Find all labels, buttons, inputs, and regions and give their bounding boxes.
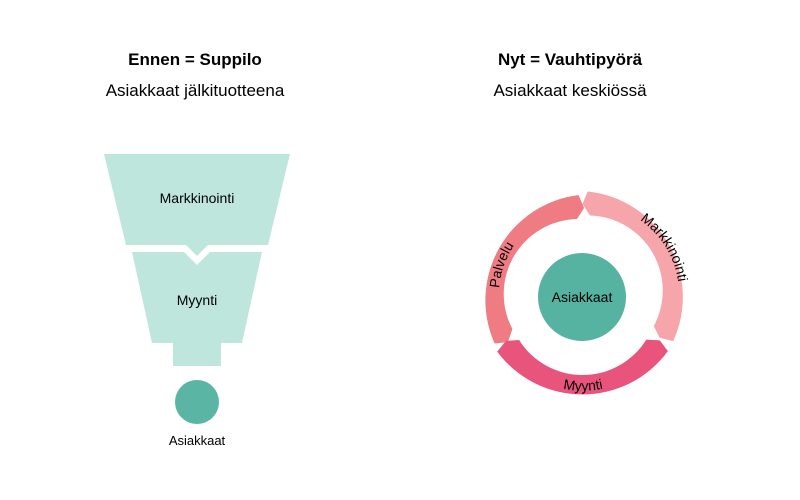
flywheel-diagram: Palvelu Markkinointi Myynti Asiakkaat	[485, 191, 691, 395]
funnel-middle-section	[132, 252, 262, 343]
funnel-middle-label: Myynti	[177, 292, 217, 308]
flywheel-segment-markkinointi	[582, 191, 683, 342]
flywheel-center-label: Asiakkaat	[552, 289, 613, 305]
flywheel-segment-label-palvelu: Palvelu	[486, 238, 516, 288]
customer-circle	[175, 380, 219, 424]
flywheel-segment-palvelu	[485, 195, 585, 344]
funnel-top-section	[104, 154, 290, 256]
flywheel-center-circle	[538, 253, 626, 341]
funnel-stem	[173, 343, 221, 366]
flywheel-title: Nyt = Vauhtipyörä	[497, 50, 643, 69]
funnel-customer-label: Asiakkaat	[169, 433, 226, 448]
flywheel-subtitle: Asiakkaat keskiössä	[493, 81, 647, 100]
funnel-subtitle: Asiakkaat jälkituotteena	[105, 81, 285, 100]
funnel-diagram: Markkinointi Myynti Asiakkaat	[104, 154, 290, 448]
funnel-top-label: Markkinointi	[160, 190, 235, 206]
flywheel-segment-myynti	[497, 339, 668, 395]
funnel-title: Ennen = Suppilo	[128, 50, 262, 69]
flywheel-segment-label-myynti: Myynti	[563, 376, 604, 394]
